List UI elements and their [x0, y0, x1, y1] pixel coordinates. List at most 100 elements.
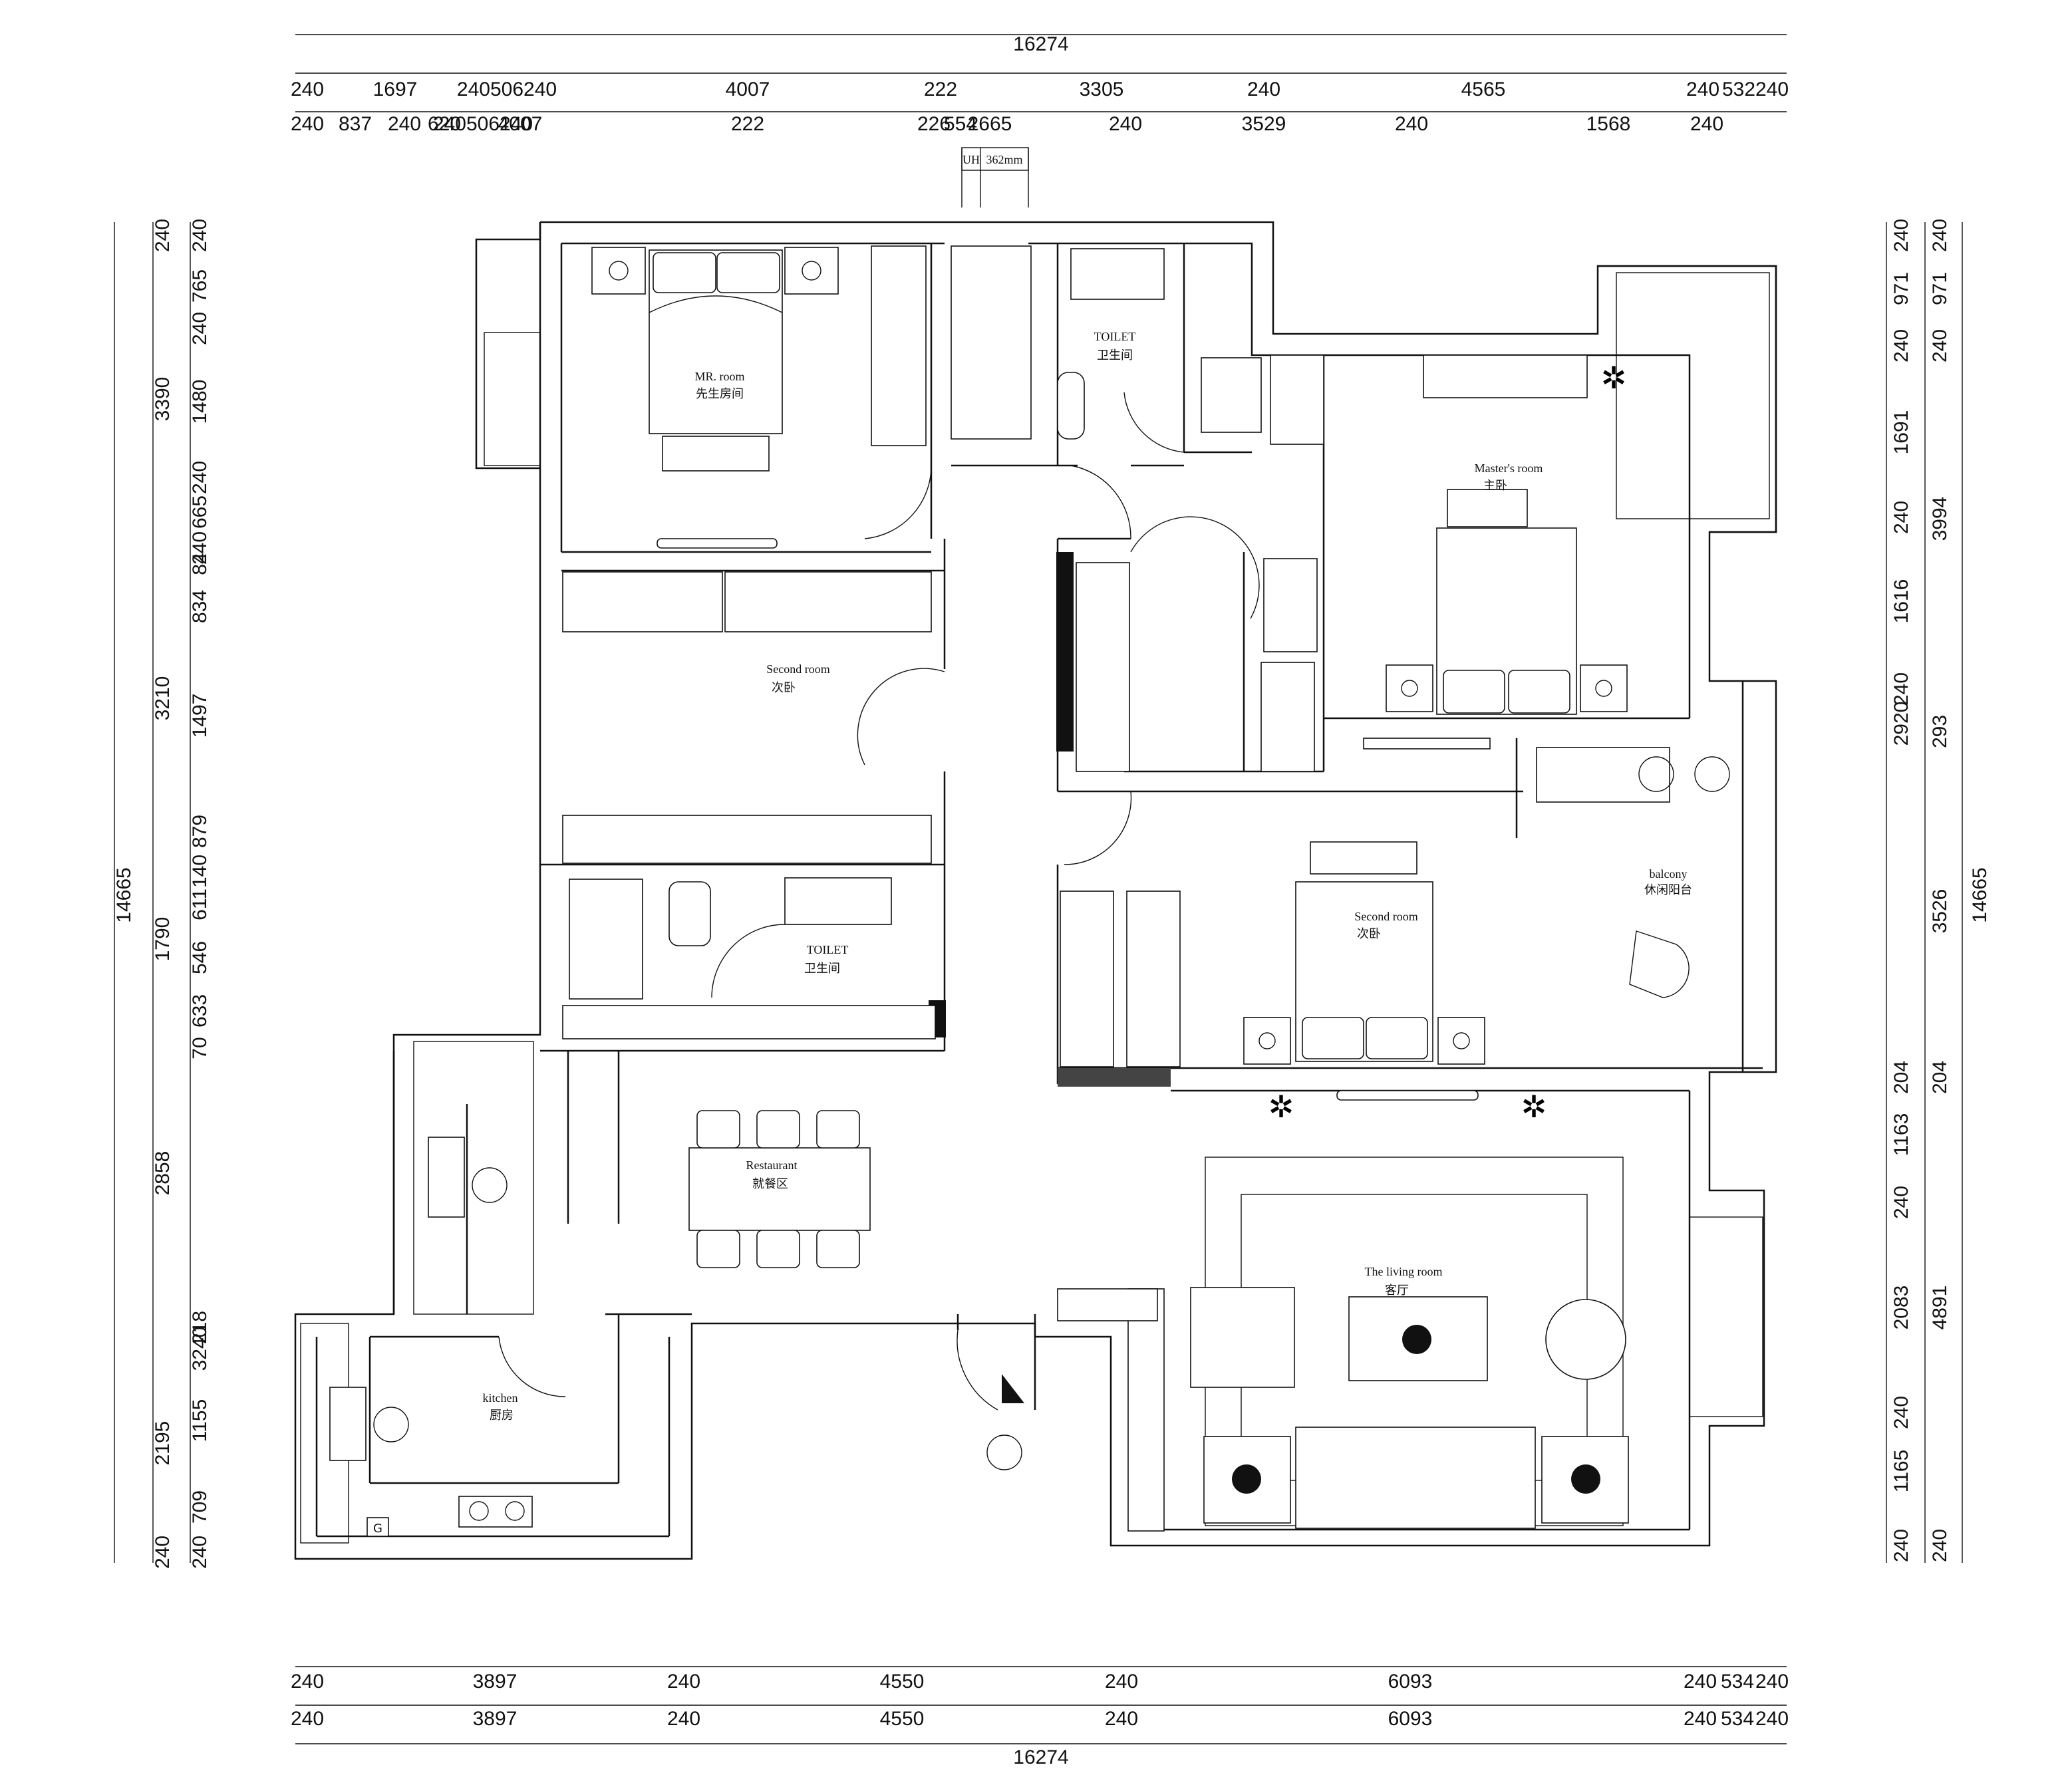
- master-bed: [1363, 354, 1628, 750]
- second-right-bed: [1243, 841, 1485, 1065]
- room-labels: MR. room 先生房间 TOILET 卫生间 Master's room 主…: [483, 330, 1692, 1423]
- plant-icon: ✲: [1268, 1089, 1294, 1125]
- dim-right1-k: 240: [1890, 1186, 1912, 1219]
- dim-left2-j: 1497: [189, 694, 211, 738]
- label-second-right-en: Second room: [1354, 910, 1417, 923]
- dim-left2-c: 240: [189, 312, 211, 345]
- dim-top1-d: 4007: [726, 78, 770, 100]
- dim-right1-h: 2920: [1890, 702, 1912, 746]
- dim-bot2-d: 4550: [880, 1708, 925, 1730]
- dim-right2-e: 293: [1929, 715, 1951, 748]
- dim-top1-e: 222: [924, 78, 957, 100]
- label-kitchen-en: kitchen: [483, 1391, 518, 1405]
- dim-right1-l: 2083: [1890, 1286, 1912, 1330]
- dim-top2-o: 240: [1690, 113, 1723, 135]
- dim-top2-g: 222: [731, 113, 764, 135]
- dim-right1-d: 1691: [1890, 410, 1912, 455]
- door-mr-room[interactable]: [864, 465, 932, 539]
- dim-top2-n: 1568: [1586, 113, 1631, 135]
- dim-bot2-c: 240: [667, 1708, 700, 1730]
- dim-top2-c: 240: [388, 113, 421, 135]
- dim-right1-a: 240: [1890, 219, 1912, 252]
- doors: [498, 392, 1260, 1411]
- dim-left1-f: 2195: [152, 1421, 174, 1466]
- dim-bot2-e: 240: [1105, 1708, 1138, 1730]
- dim-left2-t: 709: [189, 1490, 211, 1524]
- door-toilet-top[interactable]: [1123, 392, 1185, 453]
- dim-bot1-e: 240: [1105, 1671, 1138, 1693]
- dim-left2-k: 879: [189, 815, 211, 848]
- door-toilet-mid[interactable]: [711, 924, 786, 998]
- dim-right2-f: 3526: [1929, 889, 1951, 934]
- dim-top2-j: 2665: [968, 113, 1012, 135]
- dim-left2-q: 218: [189, 1311, 211, 1344]
- black-wall-segments: [929, 552, 1171, 1403]
- dim-bot1-i: 240: [1755, 1671, 1789, 1693]
- dim-bot2-b: 3897: [473, 1708, 518, 1730]
- dim-left1-a: 240: [152, 219, 174, 252]
- dim-right2-h: 4891: [1929, 1286, 1951, 1330]
- door-second-right[interactable]: [1064, 791, 1132, 865]
- person-icon: [986, 1435, 1022, 1470]
- dim-right2-i: 240: [1929, 1529, 1951, 1562]
- dim-right1-c: 240: [1890, 329, 1912, 362]
- dim-left2-p: 70: [189, 1037, 211, 1059]
- dim-right1-f: 1616: [1890, 579, 1912, 624]
- dim-right1-j: 1163: [1890, 1113, 1912, 1157]
- door-hall[interactable]: [1070, 465, 1131, 539]
- dim-bot1-b: 3897: [473, 1671, 518, 1693]
- dim-top2-a: 240: [291, 113, 324, 135]
- dim-bot1-f: 6093: [1388, 1671, 1433, 1693]
- label-second-right-cn: 次卧: [1357, 927, 1381, 941]
- dim-top2-d: 620: [428, 113, 461, 135]
- dim-left2-b: 765: [189, 269, 211, 303]
- nightstand: [591, 247, 646, 295]
- dim-bot1-a: 240: [291, 1671, 324, 1693]
- dim-left2-s: 1155: [189, 1399, 211, 1442]
- dim-left2-a: 240: [189, 219, 211, 252]
- stair-shower: [569, 245, 1032, 1000]
- dim-right2-g: 204: [1929, 1061, 1951, 1094]
- dim-right1-g: 240: [1890, 672, 1912, 706]
- window-tag-size: 362mm: [986, 153, 1022, 166]
- label-living-en: The living room: [1365, 1265, 1443, 1278]
- right-dimensions: 240 971 240 1691 240 1616 240 2920 204 1…: [1886, 219, 1991, 1563]
- door-master[interactable]: [1130, 516, 1260, 619]
- bottom-dimensions: 240 3897 240 4550 240 6093 240 534 240 2…: [291, 1666, 1789, 1768]
- plant-icons: ✲ ✲ ✲: [1268, 360, 1627, 1125]
- dim-left2-i: 834: [189, 590, 211, 623]
- label-toilet-mid-en: TOILET: [807, 943, 849, 956]
- label-master-cn: 主卧: [1483, 479, 1507, 493]
- dim-top1-g: 240: [1247, 78, 1280, 100]
- dim-bot1-h: 534: [1721, 1671, 1754, 1693]
- dim-left2-n: 546: [189, 941, 211, 974]
- door-second-left[interactable]: [857, 668, 945, 765]
- dim-left1-e: 2858: [152, 1151, 174, 1196]
- dim-top1-h: 4565: [1461, 78, 1506, 100]
- dim-top1-f: 3305: [1080, 78, 1124, 100]
- dim-left2-h: 84: [189, 553, 211, 575]
- dim-left2-o: 633: [189, 994, 211, 1028]
- label-kitchen-cn: 厨房: [490, 1409, 514, 1423]
- dim-left2-e: 240: [189, 461, 211, 494]
- dim-right1-e: 240: [1890, 501, 1912, 534]
- label-balcony-en: balcony: [1650, 867, 1688, 881]
- kitchen-fixtures: G: [329, 1137, 533, 1537]
- overall-width-bottom: 16274: [1013, 1746, 1068, 1768]
- balcony-appliances: [1536, 747, 1730, 998]
- window-tag: UH 362mm: [961, 147, 1029, 207]
- dim-top1-c: 240506240: [457, 78, 557, 100]
- dim-bot1-d: 4550: [880, 1671, 925, 1693]
- dim-bot2-i: 240: [1755, 1708, 1789, 1730]
- dim-top1-a: 240: [291, 78, 324, 100]
- top-dimensions: 16274 240 1697 240506240 4007 222 3305 2…: [291, 33, 1789, 135]
- door-entrance[interactable]: [957, 1329, 998, 1411]
- label-restaurant-cn: 就餐区: [752, 1177, 788, 1191]
- person-icon: [373, 1407, 409, 1442]
- dim-bot1-c: 240: [667, 1671, 700, 1693]
- door-kitchen[interactable]: [498, 1336, 566, 1397]
- dim-right2-c: 240: [1929, 329, 1951, 362]
- label-master-en: Master's room: [1475, 462, 1543, 475]
- dim-left2-l: 140: [189, 855, 211, 888]
